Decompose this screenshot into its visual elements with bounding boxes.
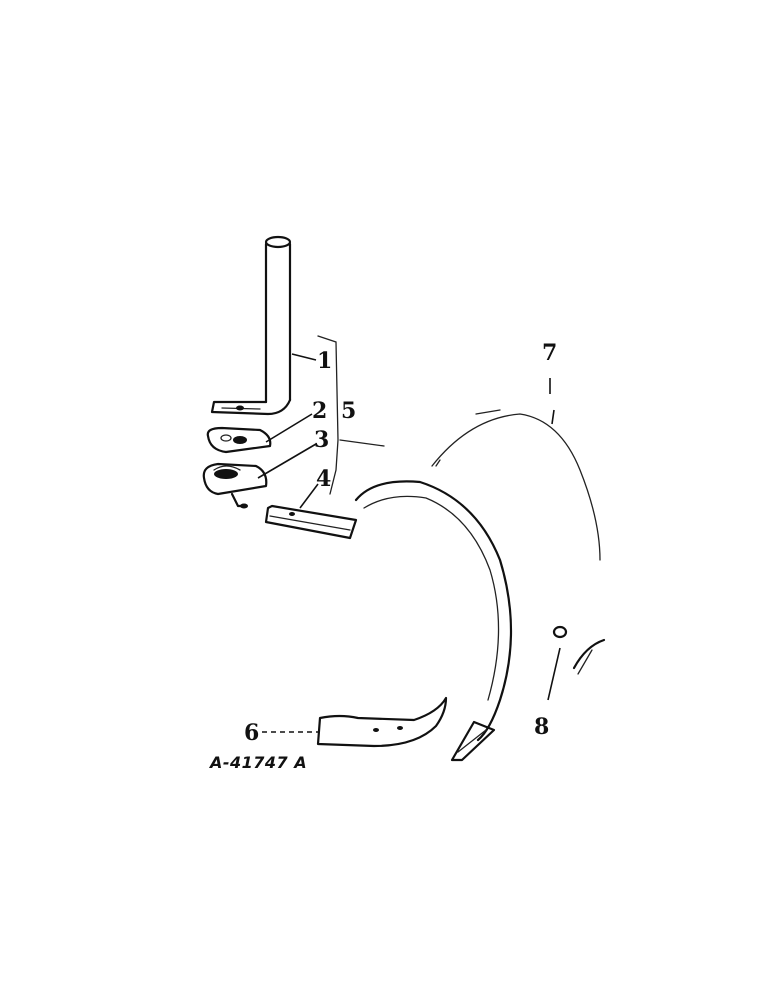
callout-1: 1 <box>317 348 332 374</box>
callout-6: 6 <box>244 720 259 746</box>
part-6-shovel <box>316 696 448 748</box>
part-2-clamp <box>206 426 272 454</box>
part-5-bracket <box>317 335 385 495</box>
part-7-curved-shank <box>354 409 601 762</box>
part-3-washer-clamp <box>202 462 268 509</box>
callout-4: 4 <box>316 466 331 492</box>
figure-id: A-41747 A <box>208 753 307 772</box>
callout-7: 7 <box>542 340 557 366</box>
callout-2: 2 <box>312 398 327 424</box>
part-4-flat-bar <box>264 504 358 540</box>
callout-3: 3 <box>314 427 329 453</box>
part-1-shank-post <box>210 235 292 416</box>
leader-lines <box>257 353 561 733</box>
part-8-bolts <box>552 625 606 675</box>
callout-8: 8 <box>534 714 549 740</box>
callout-5: 5 <box>341 398 356 424</box>
